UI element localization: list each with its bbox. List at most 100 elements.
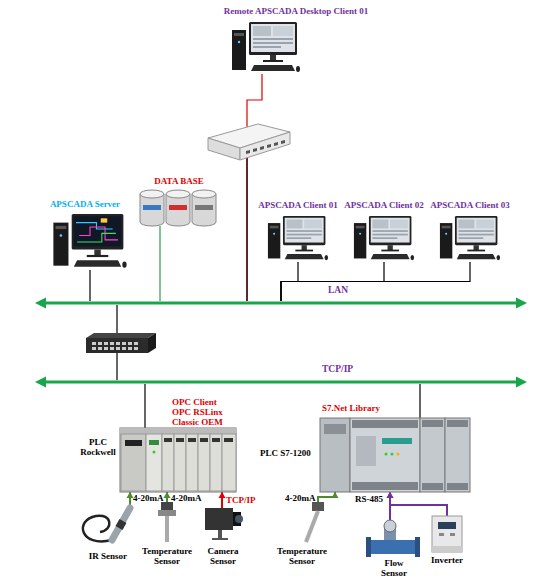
plc-s7-1200 — [422, 420, 443, 427]
plc-rockwell-chassis — [198, 434, 210, 491]
network-bus: TCP/IP — [35, 380, 527, 384]
plc-s7-1200 — [320, 418, 470, 492]
signal-label: 4-20mA — [171, 493, 202, 503]
plc-s7: S7.Net LibraryPLC S7-1200 — [320, 418, 470, 492]
network-switch — [86, 333, 156, 353]
network-switch — [104, 347, 108, 350]
plc-s7-1200 — [324, 424, 346, 434]
connector — [164, 492, 171, 502]
network-switch — [86, 338, 148, 353]
network-switch — [267, 144, 271, 148]
arrowhead — [164, 492, 171, 498]
signal-label: 4-20mA — [285, 493, 316, 503]
plc-rockwell-chassis — [153, 451, 156, 454]
client-computer: Remote APSCADA Desktop Client 01 — [232, 22, 300, 74]
plc-rockwell-chassis — [121, 434, 146, 491]
temperature-sensor — [161, 502, 173, 510]
inverter — [450, 533, 455, 536]
temperature-sensor — [158, 510, 176, 516]
computer-icon — [440, 216, 500, 260]
node-label: TCP/IP — [322, 364, 353, 375]
arrowhead — [332, 492, 339, 498]
network-switch — [208, 138, 240, 160]
plc-s7-1200 — [352, 482, 418, 490]
computer-icon — [53, 214, 126, 268]
network-switch — [122, 347, 126, 350]
arrowhead — [127, 492, 134, 498]
plc-s7-1200 — [356, 436, 376, 466]
plc-rockwell-chassis — [120, 428, 236, 492]
temperature-sensor — [306, 502, 324, 542]
ir-sensor — [112, 508, 130, 540]
database-cylinder — [140, 194, 164, 226]
plc-s7-1200 — [352, 420, 418, 428]
flow-sensor — [366, 520, 420, 557]
network-switch — [116, 342, 120, 345]
signal-label: TCP/IP — [226, 495, 256, 505]
network-switch — [92, 347, 96, 350]
plc-s7-1200 — [445, 418, 470, 492]
bus-arrow — [35, 380, 527, 384]
node-label: Flow Sensor — [372, 558, 416, 578]
sensor: Temperature Sensor — [150, 502, 184, 542]
plc-s7-1200 — [447, 420, 468, 427]
network-switch — [274, 142, 278, 146]
database-cylinder — [195, 205, 213, 210]
computer-icon — [232, 22, 300, 72]
plc-rockwell-chassis — [210, 434, 222, 491]
flow-sensor — [366, 537, 371, 557]
node-heading: PLC S7-1200 — [260, 448, 311, 458]
client-computer: APSCADA Client 02 — [350, 216, 418, 262]
network-switch — [246, 158, 247, 301]
network-switch — [148, 333, 156, 353]
flow-sensor — [384, 520, 396, 532]
plc-s7-1200 — [422, 483, 443, 490]
plc-rockwell-chassis — [188, 438, 196, 442]
network-switch — [116, 347, 120, 350]
plc-s7-1200 — [420, 418, 445, 492]
connector — [145, 384, 146, 428]
network-switch — [128, 347, 132, 350]
network-switch — [98, 347, 102, 350]
ir-sensor — [83, 508, 130, 541]
plc-rockwell-chassis — [146, 434, 162, 491]
plc-rockwell-chassis — [224, 438, 233, 442]
client-computer: APSCADA Client 03 — [436, 216, 504, 262]
plc-rockwell-chassis — [125, 440, 142, 446]
sensor: Camera Sensor — [203, 508, 243, 540]
node-label: DATA BASE — [130, 176, 228, 186]
connector — [160, 226, 161, 301]
camera-sensor — [205, 508, 233, 530]
database-cylinder — [140, 190, 164, 198]
node-label: IR Sensor — [77, 551, 139, 561]
computer-icon — [53, 22, 500, 268]
connector-line — [390, 492, 447, 516]
sensor: IR Sensor — [80, 505, 142, 547]
connector — [90, 270, 91, 301]
database-cylinder — [140, 190, 216, 226]
database-group: DATA BASE — [140, 190, 218, 226]
plc-rockwell: OPC Client OPC RSLinx Classic OEMPLC Roc… — [120, 428, 236, 492]
network-switch — [98, 342, 102, 345]
plc-rockwell-chassis — [120, 428, 236, 492]
inverter — [432, 516, 462, 552]
flow-sensor — [415, 537, 420, 557]
plc-s7-1200 — [447, 483, 468, 490]
camera-sensor — [218, 530, 222, 538]
connector-line — [159, 226, 160, 301]
plc-rockwell-chassis — [174, 434, 186, 491]
sensor: Temperature Sensor — [300, 502, 336, 542]
plc-rockwell-chassis — [186, 434, 198, 491]
network-switch — [253, 148, 257, 152]
network-switch — [246, 150, 250, 154]
bus-arrow — [35, 301, 527, 305]
network-switch — [128, 342, 132, 345]
connector — [281, 262, 470, 301]
node-label: APSCADA Client 01 — [244, 200, 352, 210]
arrowhead — [219, 492, 226, 498]
inverter — [438, 522, 456, 529]
inverter: Inverter — [430, 516, 464, 552]
inverter — [439, 533, 444, 536]
